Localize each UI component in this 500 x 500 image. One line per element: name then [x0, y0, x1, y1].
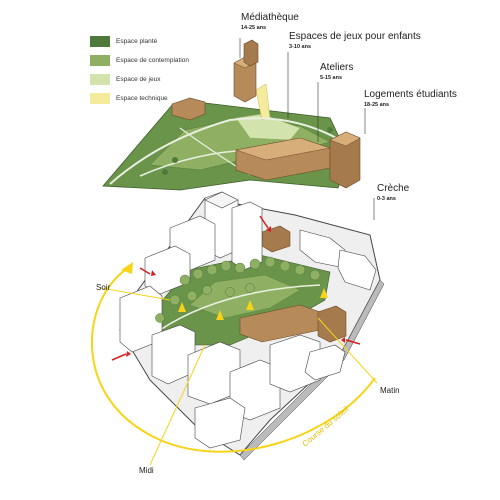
legend-label: Espace de jeux [116, 75, 161, 83]
legend-item: Espace de contemplation [90, 52, 189, 68]
mediatheque-building [233, 39, 259, 103]
sun-path-arrowhead [121, 262, 133, 274]
legend-label: Espace planté [116, 37, 158, 45]
label-ateliers: Ateliers 5-15 ans [320, 62, 353, 81]
label-creche: Crèche 0-3 ans [377, 183, 409, 202]
tree [327, 127, 333, 133]
legend-label: Espace technique [116, 94, 168, 102]
site-path [109, 117, 341, 185]
label-midi: Midi [139, 466, 154, 475]
tree [172, 157, 178, 163]
legend-item: Espace planté [90, 33, 189, 49]
label-soir: Soir [96, 283, 111, 292]
existing-buildings [119, 191, 377, 449]
legend-item: Espace technique [90, 90, 189, 106]
program-name: Médiathèque [241, 12, 299, 23]
sun-path-label: Course du soleil [301, 405, 351, 449]
courtyard-trees [155, 256, 321, 323]
legend-item: Espace de jeux [90, 71, 189, 87]
label-matin: Matin [380, 386, 400, 395]
urban-mass-model [119, 191, 385, 461]
legend-swatch [90, 54, 110, 66]
program-ages: 0-3 ans [377, 196, 396, 202]
exploded-site-plan [102, 39, 361, 191]
new-building [317, 305, 347, 343]
program-ages: 18-25 ans [364, 102, 390, 108]
courtyard-lawn [189, 274, 301, 319]
legend-swatch [90, 35, 110, 47]
leader-lines [239, 38, 375, 220]
program-name: Crèche [377, 183, 410, 194]
ateliers-building [235, 137, 331, 181]
program-ages: 3-10 ans [289, 44, 312, 50]
label-jeux: Espaces de jeux pour enfants 3-10 ans [289, 31, 421, 50]
sun-path-arc [90, 267, 376, 453]
program-name: Ateliers [320, 62, 354, 73]
logements-building [329, 131, 361, 189]
play-zone [235, 113, 301, 141]
legend-label: Espace de contemplation [116, 56, 189, 64]
label-mediatheque: Médiathèque 14-25 ans [241, 12, 299, 31]
wind-arrows [111, 215, 361, 361]
legend-swatch [90, 92, 110, 104]
label-logements: Logements étudiants 18-25 ans [364, 89, 457, 108]
program-name: Espaces de jeux pour enfants [289, 31, 421, 42]
tree [162, 169, 168, 175]
program-name: Logements étudiants [364, 89, 457, 100]
program-ages: 5-15 ans [320, 75, 343, 81]
entry-arrows [178, 288, 328, 320]
pavilion-building [171, 97, 206, 121]
courtyard-path [159, 284, 321, 331]
sun-rays [100, 287, 378, 466]
program-ages: 14-25 ans [241, 25, 267, 31]
legend-swatch [90, 73, 110, 85]
